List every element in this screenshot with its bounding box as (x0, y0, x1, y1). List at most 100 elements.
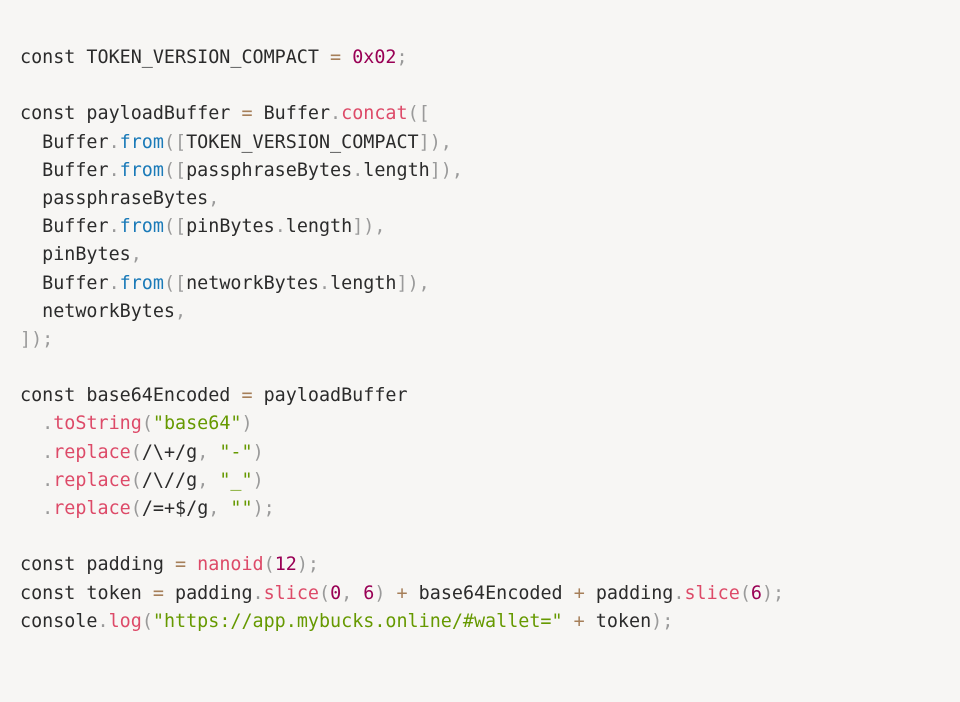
code-token-punct: ); (296, 554, 319, 576)
code-token-punct: . (108, 216, 120, 238)
code-token-plain (208, 442, 219, 463)
code-token-plain: console (20, 610, 98, 632)
code-line: .replace(/=+$/g, ""); (20, 495, 784, 523)
code-token-punct: ( (739, 582, 751, 604)
code-token-fn: slice (684, 582, 740, 604)
code-token-punct: . (352, 159, 364, 181)
code-token-punct: ([ (163, 159, 187, 181)
code-token-punct: . (108, 272, 120, 294)
code-token-str: "" (230, 498, 253, 519)
code-token-plain: padding (163, 582, 253, 604)
code-token-plain (20, 442, 42, 463)
code-token-punct: ]), (396, 272, 430, 294)
code-line: .replace(/\//g, "_") (20, 467, 784, 495)
code-token-punct: . (108, 159, 120, 181)
code-token-op: = (241, 385, 253, 407)
code-token-plain: Buffer (20, 159, 109, 181)
code-line: Buffer.from([pinBytes.length]), (20, 213, 784, 241)
code-token-punct: ]); (20, 328, 54, 350)
code-token-punct: . (108, 131, 120, 153)
code-token-fn: slice (263, 582, 319, 604)
code-token-punct: ([ (163, 216, 187, 238)
code-token-plain (341, 47, 352, 68)
code-token-plain: networkBytes (20, 300, 176, 322)
code-token-num: 12 (274, 554, 297, 576)
code-token-num: 6 (750, 582, 762, 604)
code-token-op: = (330, 47, 342, 68)
code-token-punct: ( (318, 582, 331, 604)
code-line: Buffer.from([networkBytes.length]), (20, 270, 784, 298)
code-token-op: + (396, 582, 408, 604)
code-line: passphraseBytes, (20, 185, 784, 213)
code-token-plain: pinBytes (20, 244, 131, 266)
code-line: const padding = nanoid(12); (20, 551, 784, 579)
code-token-punct: ) (374, 582, 386, 604)
code-token-plain: const token (20, 582, 153, 604)
code-token-punct: ); (252, 498, 275, 519)
code-block: const TOKEN_VERSION_COMPACT = 0x02; cons… (20, 44, 784, 636)
code-token-plain: /\+/g (141, 441, 198, 463)
code-token-punct: ) (241, 413, 253, 435)
code-token-plain: pinBytes (186, 216, 275, 238)
code-token-plain: const padding (20, 554, 176, 576)
code-token-plain (352, 583, 363, 604)
code-token-op: = (152, 582, 164, 604)
code-token-plain (20, 413, 42, 434)
code-token-plain: token (584, 610, 652, 632)
code-token-plain: const payloadBuffer (20, 103, 242, 125)
code-token-fn: log (108, 610, 142, 632)
code-line: .toString("base64") (20, 410, 784, 438)
code-token-punct: , (341, 582, 353, 604)
code-token-punct: ( (141, 413, 153, 435)
code-token-plain: const base64Encoded (20, 385, 242, 407)
blank-line (20, 523, 784, 551)
code-token-plain: /=+$/g (141, 498, 209, 519)
code-token-plain (208, 470, 219, 491)
code-token-plain: Buffer (20, 216, 109, 238)
code-line: ]); (20, 326, 784, 354)
code-token-plain: payloadBuffer (252, 385, 408, 407)
code-token-plain (20, 470, 42, 491)
code-token-plain (563, 611, 574, 632)
code-token-str: "base64" (152, 413, 242, 435)
code-token-punct: , (208, 498, 220, 519)
code-line: const token = padding.slice(0, 6) + base… (20, 580, 784, 608)
code-token-fn: concat (341, 103, 408, 125)
code-token-str: "https://app.mybucks.online/#wallet=" (152, 610, 563, 632)
code-token-punct: ( (130, 498, 142, 519)
code-token-punct: ) (252, 469, 264, 491)
code-token-plain: length (285, 216, 353, 238)
code-token-plain: const TOKEN_VERSION_COMPACT (20, 47, 331, 68)
code-token-plain (20, 498, 42, 519)
code-token-punct: ([ (163, 131, 187, 153)
code-token-fn: nanoid (197, 554, 264, 576)
code-token-prop: from (119, 131, 164, 153)
code-token-punct: , (175, 300, 187, 322)
code-token-fn: replace (53, 498, 131, 519)
code-token-plain (219, 498, 230, 519)
code-token-plain (385, 583, 396, 604)
code-token-str: "_" (219, 469, 253, 491)
code-token-prop: from (119, 216, 164, 238)
code-line: const TOKEN_VERSION_COMPACT = 0x02; (20, 44, 784, 72)
code-token-fn: toString (53, 413, 142, 435)
code-token-plain: passphraseBytes (186, 159, 353, 181)
code-token-plain: padding (584, 582, 674, 604)
code-token-punct: , (197, 441, 209, 463)
code-token-punct: . (330, 103, 342, 125)
code-token-op: + (573, 582, 585, 604)
code-token-plain: networkBytes (186, 272, 319, 294)
code-token-punct: ]), (352, 216, 386, 238)
code-line: pinBytes, (20, 241, 784, 269)
code-token-punct: ); (651, 610, 674, 632)
code-line: const base64Encoded = payloadBuffer (20, 382, 784, 410)
code-token-plain: passphraseBytes (20, 187, 209, 209)
code-token-punct: . (42, 441, 54, 463)
code-token-punct: , (208, 187, 220, 209)
code-token-punct: ) (252, 441, 264, 463)
code-token-punct: . (673, 582, 685, 604)
code-token-punct: ( (130, 441, 142, 463)
code-token-punct: . (274, 216, 286, 238)
code-token-punct: ]), (429, 159, 463, 181)
code-token-punct: . (252, 582, 264, 604)
